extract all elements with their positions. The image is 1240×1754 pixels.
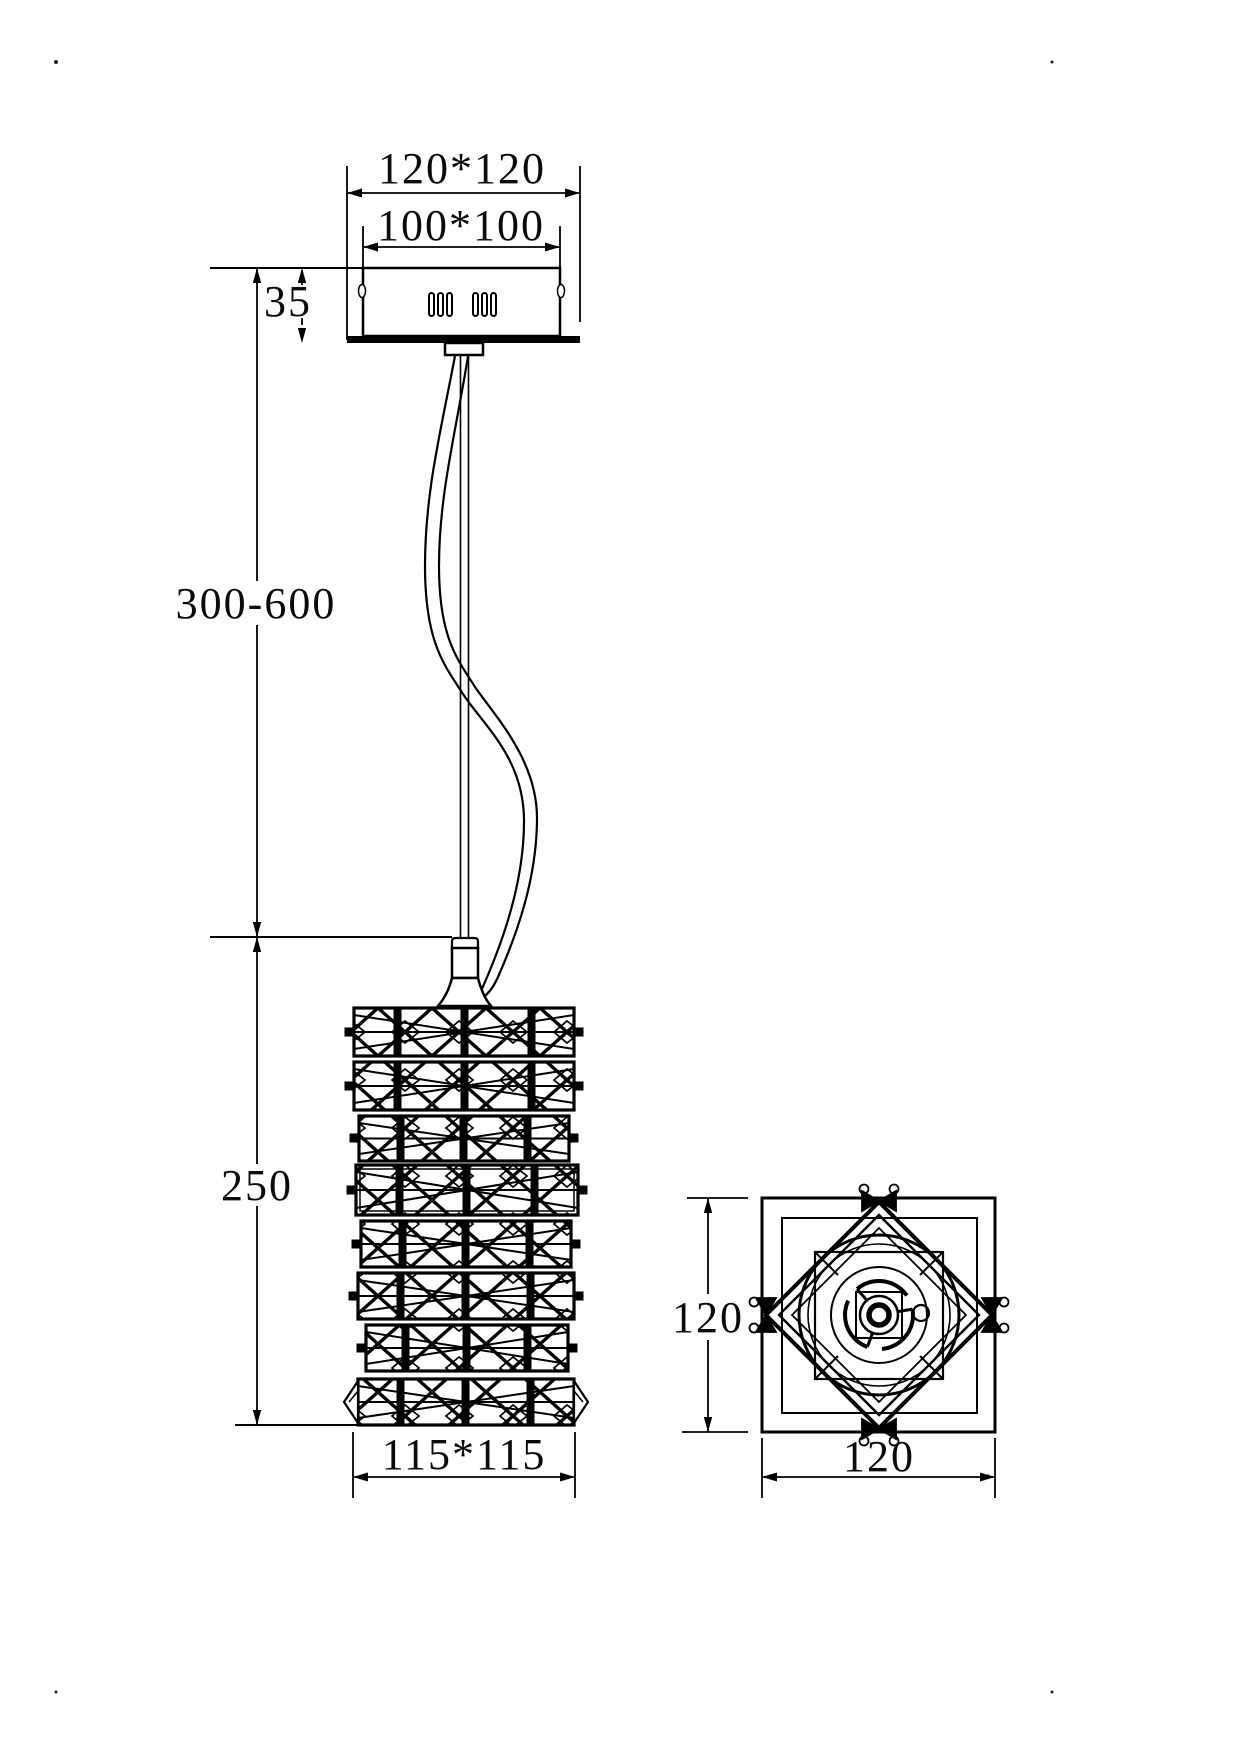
registration-dots — [54, 60, 1054, 1694]
dim-canopy-inner-label: 100*100 — [377, 201, 545, 250]
shade-band — [351, 1219, 581, 1269]
dim-suspension — [252, 268, 262, 937]
suspension-wire — [459, 355, 470, 940]
dim-canopy-outer — [346, 166, 581, 340]
top-view — [748, 1183, 1010, 1447]
lamp-socket — [210, 936, 494, 1008]
shade-band — [356, 1323, 578, 1373]
vent-slots — [428, 292, 497, 317]
shade-band-bottom — [342, 1377, 590, 1427]
shade-band — [344, 1060, 584, 1112]
shade-band — [348, 1271, 584, 1321]
dim-top-view-width — [761, 1438, 996, 1498]
crystal-knots — [748, 1183, 1010, 1447]
dim-shade-height-label: 250 — [221, 1161, 293, 1210]
side-screw-right — [556, 283, 566, 299]
bulb-socket — [866, 1302, 892, 1328]
dim-canopy-inner — [362, 226, 561, 268]
dim-canopy-height — [297, 268, 307, 343]
dim-top-view-width-label: 120 — [843, 1432, 915, 1481]
crystal-shade — [342, 1006, 590, 1427]
mounting-plate — [347, 336, 580, 343]
side-screw-left — [357, 283, 367, 299]
dim-canopy-height-label: 35 — [264, 277, 312, 326]
shade-band — [346, 1163, 588, 1217]
dim-shade-height — [235, 937, 358, 1426]
power-cable — [423, 355, 539, 1005]
dim-shade-base — [352, 1432, 576, 1498]
dim-top-view-side-label: 120 — [672, 1293, 744, 1342]
ceiling-canopy — [210, 266, 580, 357]
shade-band — [344, 1006, 584, 1058]
dim-canopy-outer-label: 120*120 — [378, 144, 546, 193]
shade-band — [349, 1114, 579, 1163]
dim-shade-base-label: 115*115 — [382, 1430, 547, 1479]
dim-top-view-side — [682, 1197, 748, 1433]
stem-connector — [443, 341, 485, 357]
dim-suspension-label: 300-600 — [176, 579, 337, 628]
